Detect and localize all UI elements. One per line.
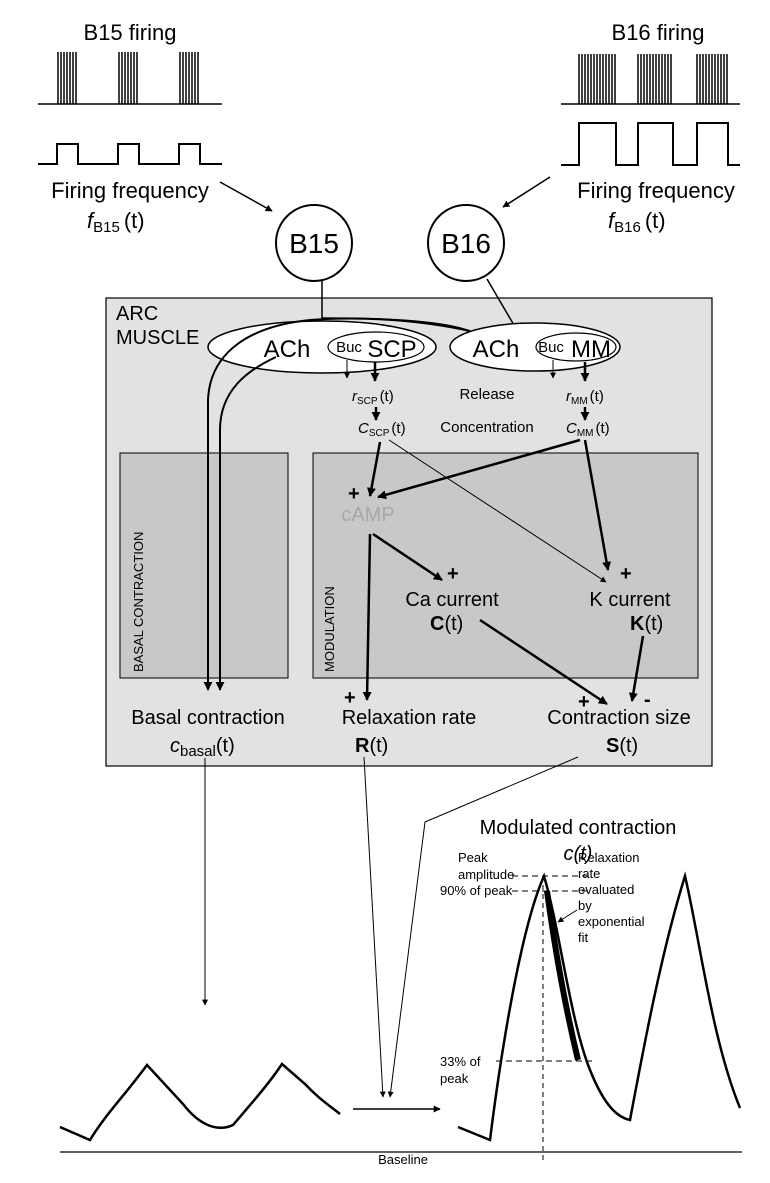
svg-text:fit: fit [578, 930, 589, 945]
arrow-k-to-contraction-size [628, 635, 645, 702]
b16-neuron-label: B16 [441, 228, 491, 259]
arrow-size-to-combine [387, 756, 579, 1098]
svg-text:by: by [578, 898, 592, 913]
modulation-vertical-label: MODULATION [322, 586, 337, 672]
arc-muscle-label-line2: MUSCLE [116, 327, 199, 349]
modulated-contraction-symbol: c(t) [564, 843, 593, 865]
arrow-cmm-to-k-current [583, 439, 612, 571]
f-b16-symbol: fB16(t) [608, 208, 666, 236]
f-b15-symbol: fB15(t) [87, 208, 145, 236]
relaxation-fit-note: Relaxation rate evaluated by exponential… [578, 850, 645, 945]
r-scp-symbol: rSCP(t) [352, 388, 394, 407]
b16-frequency-trace [561, 122, 740, 166]
camp-label: cAMP [341, 504, 394, 526]
k-current-symbol: K(t) [630, 613, 663, 635]
ca-current-label: Ca current [405, 589, 499, 611]
relaxation-rate-symbol: R(t) [355, 735, 388, 757]
arc-muscle-label-line1: ARC [116, 303, 158, 325]
arrow-cmm-to-camp [377, 438, 581, 500]
ca-plus: + [447, 563, 459, 585]
peak-label-line1: Peak [458, 850, 488, 865]
modulated-contraction-trace [457, 871, 742, 1142]
buc-right-label: Buc [538, 339, 564, 356]
b15-neuron [275, 204, 353, 282]
buc-left-label: Buc [336, 339, 362, 356]
b15-frequency-trace [38, 143, 222, 165]
relaxation-plus: + [344, 687, 356, 709]
firing-frequency-label-right: Firing frequency [577, 178, 735, 203]
thirty-three-label-line2: peak [440, 1071, 469, 1086]
b15-firing-label: B15 firing [84, 20, 177, 45]
arrow-camp-to-relaxation [362, 533, 372, 701]
k-plus: + [620, 563, 632, 585]
b16-spike-train [561, 54, 740, 105]
ninety-percent-label: 90% of peak [440, 883, 513, 898]
arrow-freq-to-b16 [502, 176, 551, 208]
svg-text:exponential: exponential [578, 914, 645, 929]
mm-ellipse [535, 332, 617, 362]
release-label: Release [459, 386, 514, 403]
thirty-three-label-line1: 33% of [440, 1054, 481, 1069]
exponential-fit-segment [544, 890, 581, 1061]
camp-plus: + [348, 483, 360, 505]
k-current-label: K current [589, 589, 671, 611]
relaxation-rate-label: Relaxation rate [342, 707, 477, 729]
b16-firing-label: B16 firing [612, 20, 705, 45]
contraction-minus: - [644, 689, 651, 711]
contraction-size-symbol: S(t) [606, 735, 638, 757]
svg-text:rate: rate [578, 866, 600, 881]
contraction-plus: + [578, 691, 590, 713]
contraction-size-label: Contraction size [547, 707, 690, 729]
peak-label-line2: amplitude [458, 867, 514, 882]
ach-right-label: ACh [473, 336, 520, 363]
c-mm-symbol: CMM(t) [566, 420, 610, 439]
arrow-freq-to-b15 [219, 181, 273, 212]
basal-contraction-trace [59, 1062, 341, 1142]
arrow-cscp-to-camp [367, 441, 382, 497]
arrow-relaxation-to-combine [363, 756, 386, 1098]
b15-neuron-label: B15 [289, 228, 339, 259]
c-basal-symbol: cbasal(t) [170, 735, 235, 760]
scp-label: SCP [367, 336, 416, 363]
modulated-contraction-title: Modulated contraction [480, 817, 677, 839]
arrow-ca-to-contraction-size [479, 618, 608, 706]
b16-neuron [427, 204, 505, 282]
arrow-camp-to-ca-current [372, 532, 443, 582]
r-mm-symbol: rMM(t) [566, 388, 604, 407]
svg-text:Relaxation: Relaxation [578, 850, 639, 865]
ach-right-pathway [203, 317, 471, 691]
basal-contraction-vertical-label: BASAL CONTRACTION [131, 532, 146, 672]
baseline-label: Baseline [378, 1152, 428, 1167]
mm-label: MM [571, 336, 611, 363]
ach-left-pathway [215, 356, 277, 691]
concentration-label: Concentration [440, 419, 533, 436]
arrow-note-to-fit [557, 909, 578, 923]
c-scp-symbol: CSCP(t) [358, 420, 406, 439]
firing-frequency-label-left: Firing frequency [51, 178, 209, 203]
ca-current-symbol: C(t) [430, 613, 463, 635]
svg-text:evaluated: evaluated [578, 882, 634, 897]
arrow-cscp-to-k-current [388, 439, 607, 583]
basal-contraction-panel [119, 452, 289, 679]
basal-contraction-label: Basal contraction [131, 707, 284, 729]
b15-spike-train [38, 52, 222, 105]
